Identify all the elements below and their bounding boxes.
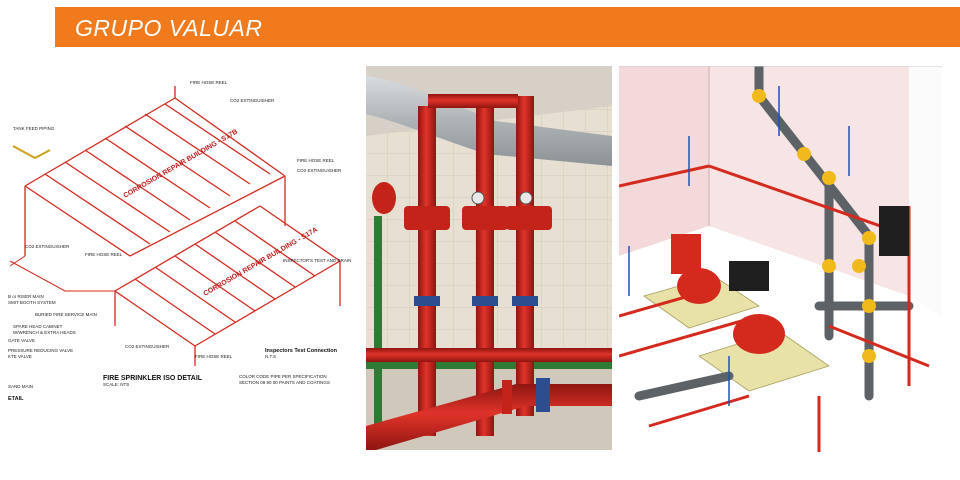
label-spare-head-2: W/WRENCH & EXTRA HEADS <box>13 330 76 335</box>
label-co2-right: CO2 EXTINGUISHER <box>297 168 342 173</box>
label-co2-bottom: CO2 EXTINGUISHER <box>125 344 170 349</box>
header-bar: GRUPO VALUAR <box>55 7 960 47</box>
building-a-pipes <box>114 205 341 366</box>
label-inspectors-conn-scale: N.T.S <box>265 354 276 359</box>
drawing-scale: SCALE: NTS <box>103 382 129 387</box>
iso-drawing-panel: FIRE HOSE REEL CO2 EXTINGUISHER TANK FEE… <box>5 66 360 421</box>
label-color-code: COLOR CODE PIPE PER SPECIFICATION <box>239 374 327 379</box>
label-detail: ETAIL <box>8 396 24 402</box>
label-pressure-reducing: PRESSURE REDUCING VALVE <box>8 348 73 353</box>
label-fire-hose-reel-bottom: FIRE HOSE REEL <box>195 354 233 359</box>
buried-main <box>9 255 115 292</box>
label-riser-main: B or RISER MAIN <box>8 294 44 299</box>
label-tank-feed: TANK FEED PIPING <box>13 126 55 131</box>
label-pressure-reducing-2: KTE VALVE <box>8 354 32 359</box>
bim-3d-model <box>619 66 942 452</box>
label-fire-hose-reel-top: FIRE HOSE REEL <box>190 80 228 85</box>
drawing-title: FIRE SPRINKLER ISO DETAIL <box>103 375 203 382</box>
yellow-fittings <box>752 89 876 363</box>
header-title: GRUPO VALUAR <box>75 15 263 41</box>
label-co2-top: CO2 EXTINGUISHER <box>230 98 275 103</box>
blue-hangers <box>628 86 850 406</box>
label-fire-hose-reel-right: FIRE HOSE REEL <box>297 158 335 163</box>
riser-room-illustration <box>366 66 612 450</box>
riser-room-photo <box>366 66 612 450</box>
tank-feed-pipe <box>12 145 51 160</box>
label-co2-left: CO2 EXTINGUISHER <box>25 244 70 249</box>
label-sand-main: SAND MAIN <box>8 384 33 389</box>
label-fire-hose-reel-mid: FIRE HOSE REEL <box>85 252 123 257</box>
bim-3d-illustration <box>619 66 942 452</box>
label-buried-main: BURIED FIRE SERVICE MAIN <box>35 312 97 317</box>
red-pipes <box>619 164 930 452</box>
label-riser-main-2: SMIT BOOTH SYSTEM <box>8 300 56 305</box>
label-inspectors-test: INSPECTOR'S TEST AND DRAIN <box>283 258 351 263</box>
label-color-code-2: SECTION 09 90 00 PAINTS AND COATINGS <box>239 380 330 385</box>
label-gate-valve: GATE VALVE <box>8 338 35 343</box>
label-inspectors-conn: Inspectors Test Connection <box>265 348 338 354</box>
iso-drawing: FIRE HOSE REEL CO2 EXTINGUISHER TANK FEE… <box>8 80 351 402</box>
building-b-pipes <box>24 86 286 257</box>
label-spare-head: SPARE HEAD CABINET <box>13 324 63 329</box>
